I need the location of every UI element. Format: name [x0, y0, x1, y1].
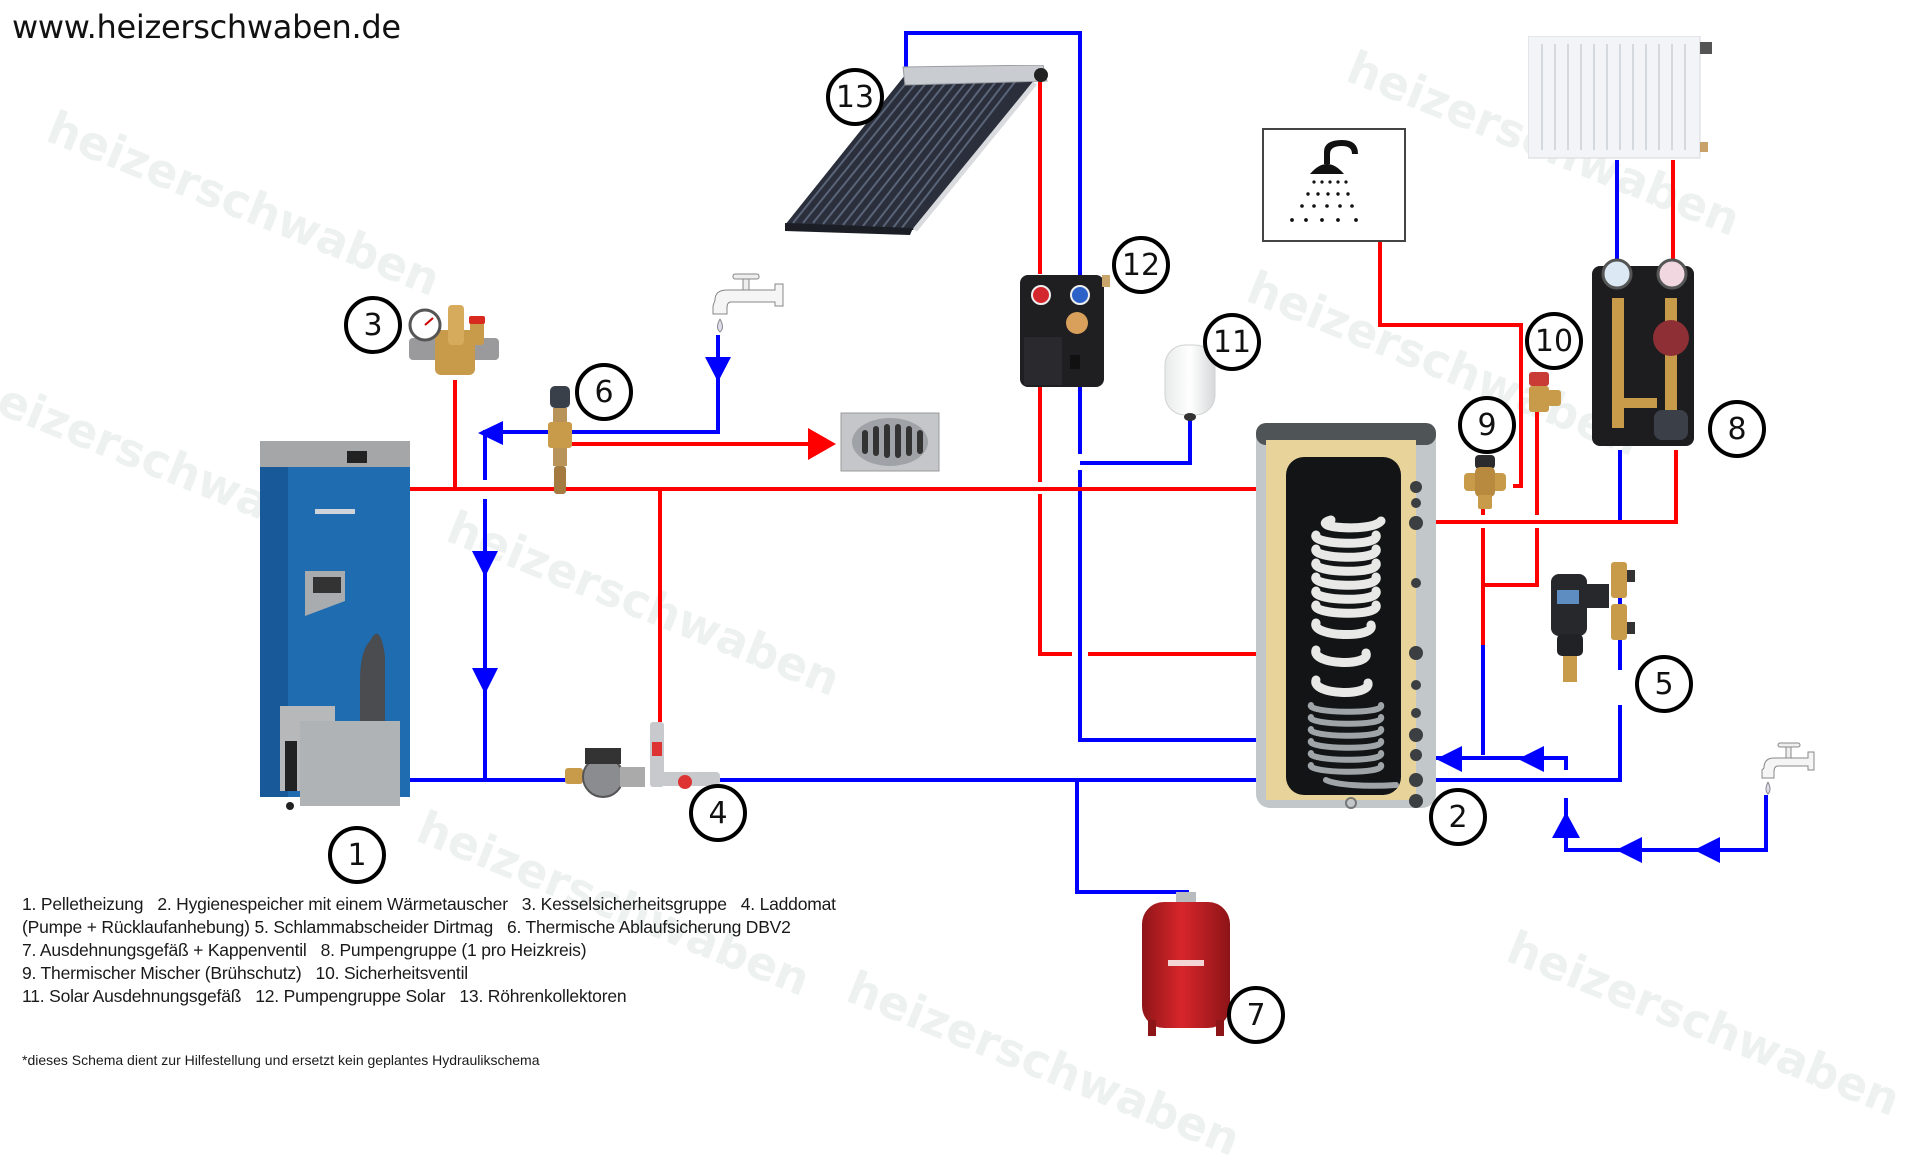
component-number-badge: 2: [1429, 788, 1487, 846]
safety-valve-icon: [1529, 372, 1561, 412]
safety-valve-pipe: [1483, 528, 1539, 587]
dirt-separator-icon: [1551, 562, 1635, 682]
cold-water-pipe: [1420, 756, 1568, 770]
expansion-vessel-icon: [1142, 892, 1230, 1036]
pump-group-icon: [1592, 258, 1694, 446]
legend-line: 1. Pelletheizung 2. Hygienespeicher mit …: [22, 894, 836, 914]
flow-arrow-icon: [1552, 812, 1580, 838]
cold-water-pipe: [483, 335, 720, 480]
component-number-badge: 9: [1458, 396, 1516, 454]
legend-line: (Pumpe + Rücklaufanhebung) 5. Schlammabs…: [22, 917, 791, 937]
pipe-network: [408, 31, 1768, 905]
water-tap-icon: [1761, 742, 1815, 795]
laddomat-pump-icon: [565, 722, 720, 798]
thermal-mixer-icon: [1464, 455, 1506, 509]
heating-return-pipe: [1420, 705, 1622, 782]
flow-arrow-icon: [1616, 837, 1642, 863]
hot-water-pipe: [1378, 163, 1523, 488]
solar-pump-group-icon: [1020, 275, 1110, 387]
flow-arrow-icon: [808, 428, 836, 460]
site-url-title: www.heizerschwaben.de: [12, 8, 401, 46]
component-legend: 1. Pelletheizung 2. Hygienespeicher mit …: [22, 893, 836, 1008]
component-number-badge: 8: [1708, 400, 1766, 458]
expansion-vessel-pipe: [1075, 780, 1189, 905]
flow-arrow-icon: [478, 421, 503, 445]
hydraulic-diagram: heizerschwaben heizerschwaben heizerschw…: [0, 8, 1908, 1167]
component-number-badge: 13: [826, 68, 884, 126]
solar-return-pipe: [1078, 470, 1256, 742]
thermal-discharge-valve-icon: [548, 386, 572, 494]
solar-supply-pipe: [1038, 494, 1072, 656]
component-number-badge: 4: [689, 784, 747, 842]
solar-expansion-pipe: [1080, 420, 1192, 465]
component-number-badge: 3: [344, 296, 402, 354]
storage-tank-icon: [1256, 423, 1436, 809]
flow-arrow-icon: [1694, 837, 1720, 863]
component-number-badge: 12: [1112, 236, 1170, 294]
component-number-badge: 5: [1635, 655, 1693, 713]
solar-return-pipe: [904, 31, 1082, 454]
flow-arrow-icon: [472, 551, 498, 577]
flow-arrow-icon: [472, 668, 498, 694]
heating-supply-pipe: [1420, 450, 1678, 524]
legend-line: 9. Thermischer Mischer (Brühschutz) 10. …: [22, 963, 468, 983]
cold-water-pipe: [1564, 795, 1768, 852]
boiler-safety-group-icon: [408, 305, 499, 375]
component-number-badge: 1: [328, 826, 386, 884]
component-number-badge: 11: [1203, 313, 1261, 371]
pellet-boiler-icon: [260, 441, 410, 810]
disclaimer-note: *dieses Schema dient zur Hilfestellung u…: [22, 1052, 540, 1068]
component-number-badge: 6: [575, 363, 633, 421]
flow-arrow-icon: [1518, 746, 1544, 772]
shower-icon: [1262, 128, 1406, 242]
component-number-badge: 7: [1227, 986, 1285, 1044]
legend-line: 11. Solar Ausdehnungsgefäß 12. Pumpengru…: [22, 986, 627, 1006]
flow-arrow-icon: [1436, 746, 1462, 772]
solar-expansion-vessel-icon: [1164, 344, 1216, 421]
floor-drain-icon: [840, 412, 940, 472]
component-number-badge: 10: [1525, 312, 1583, 370]
flow-arrow-icon: [705, 357, 731, 382]
legend-line: 7. Ausdehnungsgefäß + Kappenventil 8. Pu…: [22, 940, 587, 960]
radiator-icon: [1528, 36, 1712, 159]
water-tap-icon: [712, 273, 784, 333]
tube-collector-icon: [785, 65, 1048, 235]
